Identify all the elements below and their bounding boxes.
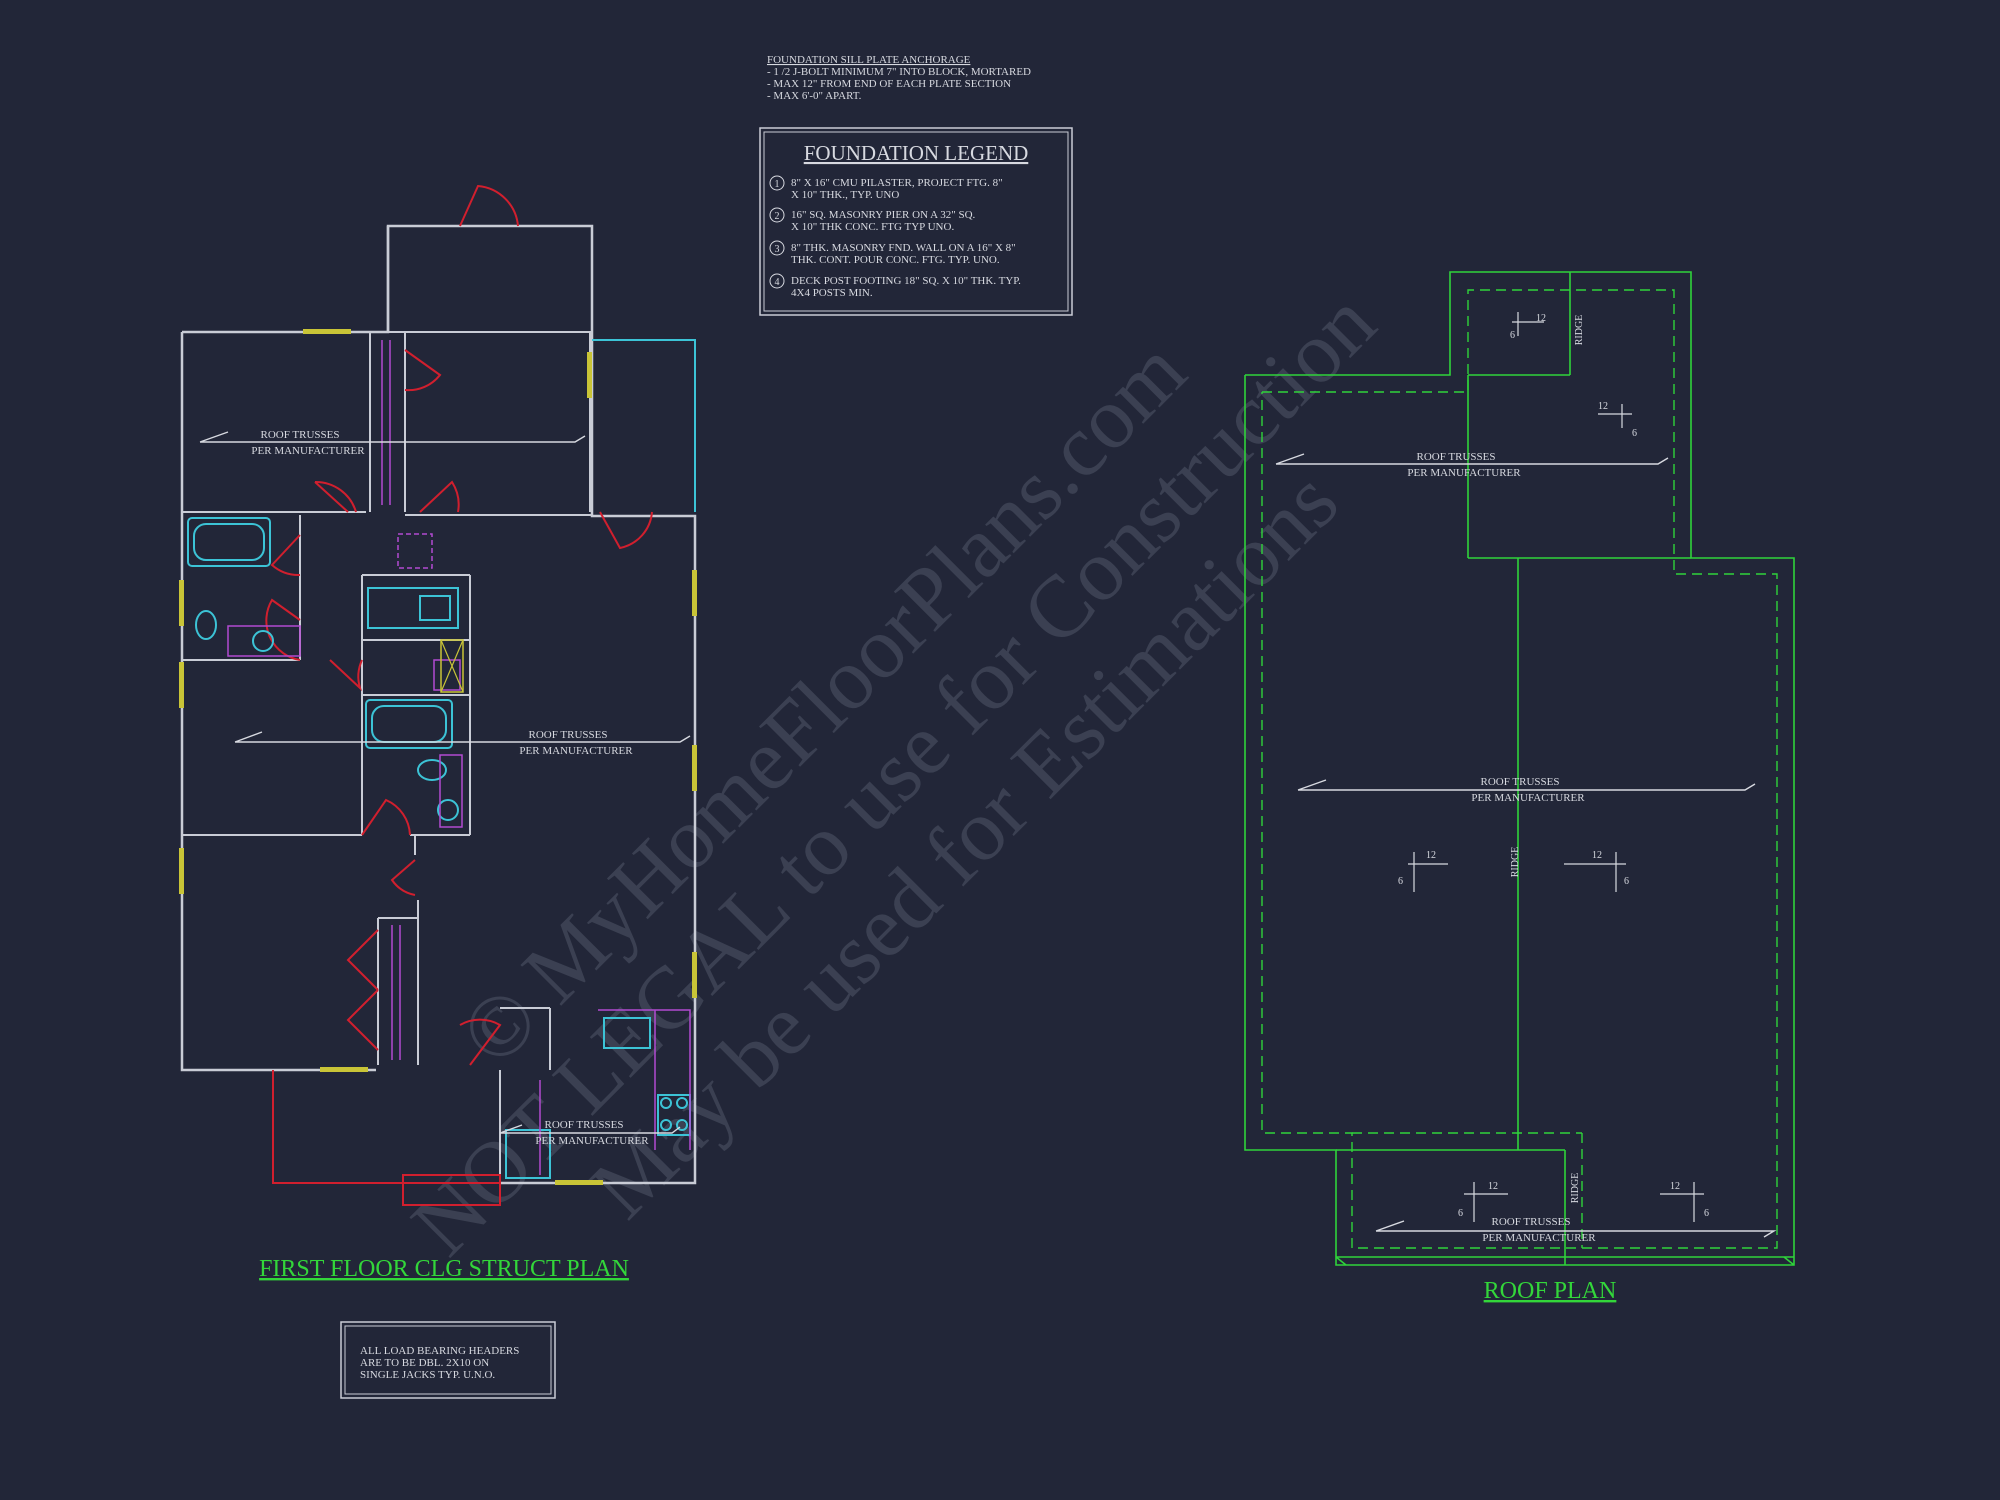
pitch-run: 12 bbox=[1426, 850, 1436, 861]
slope-symbol: 12 6 bbox=[1510, 312, 1546, 341]
truss-label: ROOF TRUSSES bbox=[261, 429, 340, 441]
truss-label: PER MANUFACTURER bbox=[1471, 792, 1585, 804]
exterior-walls bbox=[180, 224, 697, 1185]
legend-border-outer bbox=[759, 127, 1073, 316]
pitch-run: 12 bbox=[1592, 850, 1602, 861]
foundation-legend: FOUNDATION LEGEND 1 8" X 16" CMU PILASTE… bbox=[759, 127, 1073, 316]
pitch-rise: 6 bbox=[1624, 876, 1629, 887]
pitch-run: 12 bbox=[1598, 401, 1608, 412]
header-note-line: SINGLE JACKS TYP. U.N.O. bbox=[360, 1369, 495, 1381]
slope-symbol: 12 6 bbox=[1564, 850, 1629, 892]
legend-item-text: THK. CONT. POUR CONC. FTG. TYP. UNO. bbox=[791, 254, 1000, 266]
pitch-rise: 6 bbox=[1458, 1208, 1463, 1219]
legend-item-number: 1 bbox=[775, 179, 780, 190]
legend-item: 4 DECK POST FOOTING 18" SQ. X 10" THK. T… bbox=[769, 273, 1021, 299]
legend-item-text: 4X4 POSTS MIN. bbox=[791, 287, 873, 299]
truss-label: ROOF TRUSSES bbox=[1417, 451, 1496, 463]
legend-item: 2 16" SQ. MASONRY PIER ON A 32" SQ. X 10… bbox=[769, 207, 976, 233]
floor-plan-title: FIRST FLOOR CLG STRUCT PLAN bbox=[259, 1256, 629, 1282]
anchorage-line: - MAX 12" FROM END OF EACH PLATE SECTION bbox=[767, 78, 1011, 90]
legend-border-inner bbox=[763, 131, 1069, 312]
truss-label: ROOF TRUSSES bbox=[1492, 1216, 1571, 1228]
linen-closet-cross bbox=[440, 639, 464, 693]
truss-label: PER MANUFACTURER bbox=[1482, 1232, 1596, 1244]
slope-symbol: 12 6 bbox=[1598, 401, 1637, 439]
pitch-rise: 6 bbox=[1510, 330, 1515, 341]
ridge-label: RIDGE bbox=[1510, 847, 1521, 878]
roof-plan-title: ROOF PLAN bbox=[1484, 1278, 1617, 1304]
legend-item-text: 8" X 16" CMU PILASTER, PROJECT FTG. 8" bbox=[791, 177, 1003, 189]
pitch-run: 12 bbox=[1670, 1181, 1680, 1192]
wall-line-dashed bbox=[1261, 289, 1778, 1249]
anchorage-note: FOUNDATION SILL PLATE ANCHORAGE - 1 /2 J… bbox=[767, 54, 1031, 102]
legend-item-number: 2 bbox=[775, 211, 780, 222]
anchorage-line: - 1 /2 J-BOLT MINIMUM 7" INTO BLOCK, MOR… bbox=[767, 66, 1031, 78]
slope-symbol: 12 6 bbox=[1458, 1181, 1508, 1222]
slope-symbol: 12 6 bbox=[1660, 1181, 1709, 1222]
pitch-run: 12 bbox=[1536, 313, 1546, 324]
header-note-line: ARE TO BE DBL. 2X10 ON bbox=[360, 1357, 489, 1369]
anchorage-title: FOUNDATION SILL PLATE ANCHORAGE bbox=[767, 54, 971, 66]
pitch-rise: 6 bbox=[1704, 1208, 1709, 1219]
legend-item-number: 3 bbox=[775, 244, 780, 255]
slope-symbol: 12 6 bbox=[1398, 850, 1448, 892]
truss-label: PER MANUFACTURER bbox=[519, 745, 633, 757]
header-note: ALL LOAD BEARING HEADERS ARE TO BE DBL. … bbox=[340, 1321, 556, 1399]
legend-title: FOUNDATION LEGEND bbox=[804, 141, 1029, 165]
ridge-label: RIDGE bbox=[1570, 1173, 1581, 1204]
porch-outline bbox=[272, 1070, 501, 1206]
pitch-run: 12 bbox=[1488, 1181, 1498, 1192]
sunroom-outline bbox=[592, 339, 696, 512]
legend-item-text: 16" SQ. MASONRY PIER ON A 32" SQ. bbox=[791, 209, 976, 221]
roof-outline bbox=[1244, 271, 1795, 1266]
pitch-rise: 6 bbox=[1398, 876, 1403, 887]
legend-item-text: X 10" THK CONC. FTG TYP UNO. bbox=[791, 221, 954, 233]
roof-plan: RIDGE RIDGE RIDGE ROOF TRUSSES PER MANUF… bbox=[1244, 271, 1795, 1304]
first-floor-plan: ROOF TRUSSES PER MANUFACTURER ROOF TRUSS… bbox=[179, 184, 697, 1282]
windows bbox=[179, 329, 697, 1185]
fixtures bbox=[187, 517, 691, 1179]
roof-truss-lines bbox=[1275, 453, 1777, 1238]
legend-item: 3 8" THK. MASONRY FND. WALL ON A 16" X 8… bbox=[769, 240, 1016, 266]
pitch-rise: 6 bbox=[1632, 428, 1637, 439]
ridge-label: RIDGE bbox=[1574, 315, 1585, 346]
anchorage-line: - MAX 6'-0" APART. bbox=[767, 90, 862, 102]
legend-item: 1 8" X 16" CMU PILASTER, PROJECT FTG. 8"… bbox=[769, 175, 1003, 201]
truss-label: ROOF TRUSSES bbox=[529, 729, 608, 741]
truss-label: PER MANUFACTURER bbox=[251, 445, 365, 457]
legend-item-number: 4 bbox=[775, 277, 780, 288]
truss-label: PER MANUFACTURER bbox=[1407, 467, 1521, 479]
truss-label: ROOF TRUSSES bbox=[1481, 776, 1560, 788]
header-note-line: ALL LOAD BEARING HEADERS bbox=[360, 1345, 519, 1357]
truss-label: ROOF TRUSSES bbox=[545, 1119, 624, 1131]
cabinets bbox=[227, 340, 691, 1175]
doors bbox=[265, 184, 653, 1066]
legend-item-text: 8" THK. MASONRY FND. WALL ON A 16" X 8" bbox=[791, 242, 1016, 254]
legend-item-text: DECK POST FOOTING 18" SQ. X 10" THK. TYP… bbox=[791, 275, 1021, 287]
linen-closet bbox=[440, 639, 464, 693]
truss-label: PER MANUFACTURER bbox=[535, 1135, 649, 1147]
legend-item-text: X 10" THK., TYP. UNO bbox=[791, 189, 899, 201]
truss-lines bbox=[199, 431, 691, 1134]
